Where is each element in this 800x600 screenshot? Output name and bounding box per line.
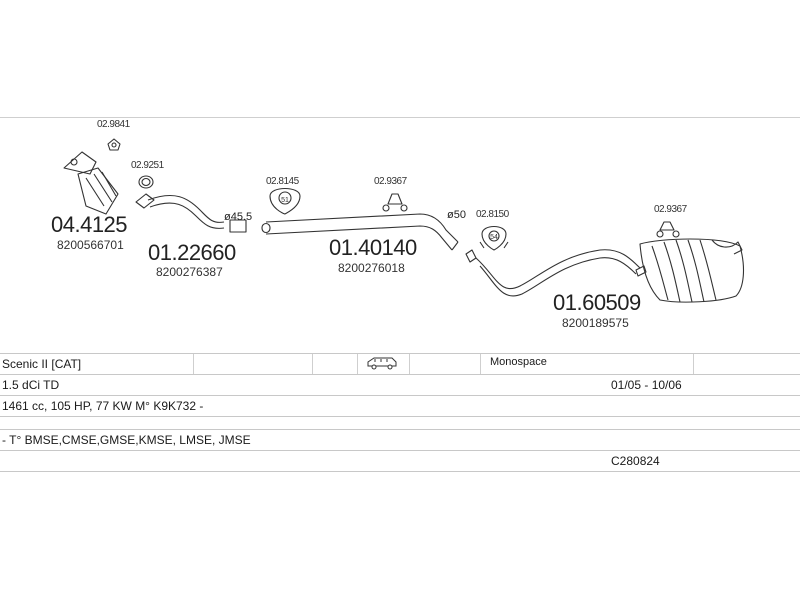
spec-row: 1461 cc, 105 HP, 77 KW M° K9K732 - bbox=[0, 395, 800, 416]
mount-2-ref: 02.9367 bbox=[654, 204, 687, 215]
diameter-1: ø45.5 bbox=[224, 211, 253, 223]
mount-1-shape bbox=[382, 193, 408, 212]
vehicle-info-table: Scenic II [CAT] Monospace 1.5 dCi TD 01/… bbox=[0, 353, 800, 472]
middle-pipe-oe: 8200276018 bbox=[338, 261, 405, 275]
clamp-2-size-text: 54 bbox=[490, 234, 498, 241]
rear-silencer-oe: 8200189575 bbox=[562, 316, 629, 330]
catalyst-ref: 04.4125 bbox=[51, 212, 128, 237]
front-pipe-oe: 8200276387 bbox=[156, 265, 223, 279]
clamp-1-ref: 02.8145 bbox=[266, 176, 299, 187]
manifold-gasket-shape bbox=[107, 138, 121, 151]
diameter-2: ø50 bbox=[447, 209, 466, 221]
minivan-icon bbox=[366, 356, 398, 373]
clamp-2-shape bbox=[479, 225, 509, 251]
production-years: 01/05 - 10/06 bbox=[611, 378, 682, 392]
clamp-1-shape bbox=[269, 187, 301, 215]
rear-silencer-shape bbox=[635, 238, 745, 303]
mount-1-ref: 02.9367 bbox=[374, 176, 407, 187]
clamp-2-ref: 02.8150 bbox=[476, 209, 509, 220]
vehicle-types: - T° BMSE,CMSE,GMSE,KMSE, LMSE, JMSE bbox=[2, 433, 251, 447]
exhaust-system-diagram: 51 54 02.9841 02.9251 04.4125 8200566701… bbox=[0, 117, 800, 354]
mount-2-shape bbox=[656, 221, 680, 238]
middle-pipe-shape bbox=[261, 213, 459, 251]
manifold-gasket-ref: 02.9841 bbox=[97, 119, 130, 130]
middle-pipe-ref: 01.40140 bbox=[329, 235, 417, 260]
ring-gasket-shape bbox=[138, 175, 154, 189]
catalyst-shape bbox=[63, 151, 119, 215]
spacer-row bbox=[0, 416, 800, 429]
code-row: C280824 bbox=[0, 450, 800, 472]
vehicle-model: Scenic II [CAT] bbox=[2, 357, 82, 371]
exhaust-drawing: 51 54 bbox=[63, 138, 745, 303]
model-row: Scenic II [CAT] Monospace bbox=[0, 353, 800, 374]
catalogue-code: C280824 bbox=[611, 454, 660, 468]
ring-gasket-ref: 02.9251 bbox=[131, 160, 164, 171]
body-type: Monospace bbox=[490, 356, 547, 368]
catalyst-oe: 8200566701 bbox=[57, 238, 124, 252]
engine-row: 1.5 dCi TD 01/05 - 10/06 bbox=[0, 374, 800, 395]
types-row: - T° BMSE,CMSE,GMSE,KMSE, LMSE, JMSE bbox=[0, 429, 800, 450]
engine-spec: 1461 cc, 105 HP, 77 KW M° K9K732 - bbox=[2, 399, 204, 413]
engine: 1.5 dCi TD bbox=[2, 378, 60, 392]
front-pipe-shape bbox=[135, 193, 247, 233]
rear-silencer-ref: 01.60509 bbox=[553, 290, 641, 315]
clamp-1-size-text: 51 bbox=[281, 197, 289, 204]
front-pipe-ref: 01.22660 bbox=[148, 240, 236, 265]
tail-pipe-shape bbox=[465, 249, 641, 297]
